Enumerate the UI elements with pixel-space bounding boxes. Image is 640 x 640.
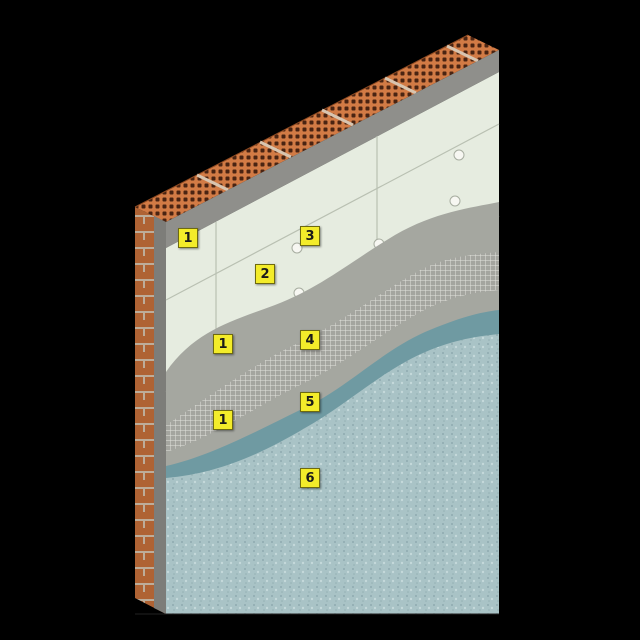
brick-top-face [135, 35, 499, 222]
render-finish-layer [166, 334, 499, 614]
brick-joint-4 [384, 76, 417, 95]
adhesive-strip-top [166, 50, 499, 248]
marker-brick-top: 1 [178, 228, 198, 248]
marker-primer: 5 [300, 392, 320, 412]
marker-render-finish: 6 [300, 468, 320, 488]
insulation-board-seam-3 [165, 123, 500, 301]
fixing-dowel-4 [291, 242, 303, 254]
brick-top-edge [134, 34, 469, 208]
brick-joint-1 [196, 173, 229, 192]
marker-mesh: 4 [300, 330, 320, 350]
fixing-dowel-1 [453, 149, 465, 161]
fixing-dowel-2 [449, 195, 461, 207]
brick-joint-2 [259, 140, 292, 159]
marker-insulation-board: 2 [255, 264, 275, 284]
brick-joint-5 [446, 44, 479, 63]
marker-adhesive-low: 1 [213, 410, 233, 430]
marker-insulation-fixing: 3 [300, 226, 320, 246]
brick-joint-3 [321, 108, 354, 127]
marker-adhesive-mid: 1 [213, 334, 233, 354]
adhesive-strip-side [154, 216, 166, 614]
